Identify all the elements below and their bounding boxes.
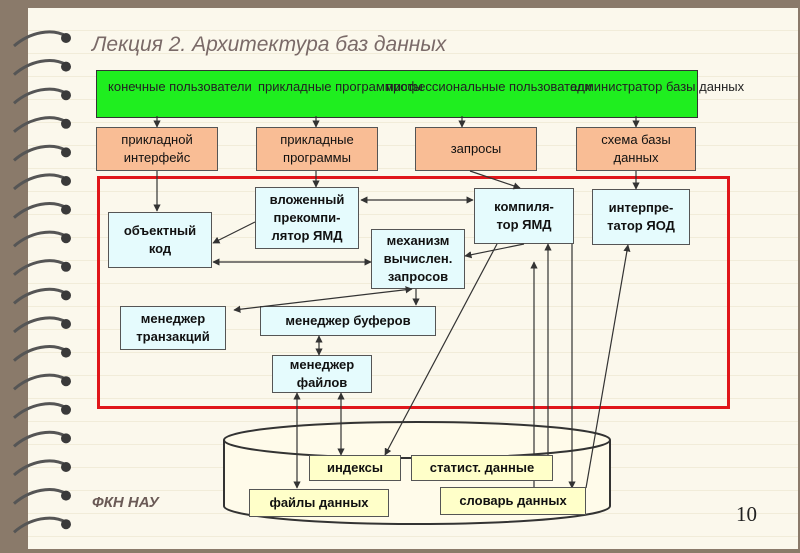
spiral-ring (13, 287, 71, 305)
app-programs-box: прикладные программы (256, 127, 378, 171)
user-group-end-users: конечные пользователи (108, 79, 252, 94)
spiral-ring (13, 59, 71, 76)
spiral-ring (13, 402, 71, 419)
dml-compiler-box: компиля- тор ЯМД (474, 188, 574, 244)
spiral-ring (13, 488, 71, 505)
data-files-box: файлы данных (249, 489, 389, 517)
spiral-ring (13, 87, 71, 105)
query-engine-box: механизм вычислен. запросов (371, 229, 465, 289)
spiral-ring (13, 316, 71, 334)
spiral-ring (13, 345, 71, 362)
spiral-ring (13, 202, 71, 219)
data-dictionary-box: словарь данных (440, 487, 586, 515)
spiral-ring (13, 459, 71, 477)
connector-arrow (212, 221, 256, 244)
object-code-box: объектный код (108, 212, 212, 268)
user-group-programmers: прикладные программисты (258, 79, 423, 94)
connector-arrow (585, 244, 631, 489)
dbms-frame (97, 176, 730, 409)
spiral-ring (13, 116, 71, 133)
file-manager-box: менеджер файлов (272, 355, 372, 393)
connector-arrow (464, 243, 525, 259)
spiral-ring (13, 373, 71, 391)
spiral-ring (13, 516, 71, 534)
ddl-interpreter-box: интерпре- татор ЯОД (592, 189, 690, 245)
footer-label: ФКН НАУ (92, 494, 159, 511)
connector-arrow (233, 286, 413, 313)
app-interface-box: прикладной интерфейс (96, 127, 218, 171)
spiral-ring (13, 30, 71, 48)
indexes-box: индексы (309, 455, 401, 481)
connector-arrow (469, 170, 521, 190)
spiral-ring (13, 144, 71, 162)
spiral-ring (13, 173, 71, 191)
spiral-ring (13, 230, 71, 248)
transaction-manager-box: менеджер транзакций (120, 306, 226, 350)
page-number: 10 (736, 502, 757, 526)
page-title: Лекция 2. Архитектура баз данных (92, 33, 447, 56)
statistics-box: статист. данные (411, 455, 553, 481)
spiral-ring (13, 259, 71, 276)
precompiler-box: вложенный прекомпи- лятор ЯМД (255, 187, 359, 249)
queries-box: запросы (415, 127, 537, 171)
users-bar (96, 70, 698, 118)
spiral-ring (13, 430, 71, 448)
user-group-professional-users: профессиональные пользователи (386, 79, 592, 94)
db-schema-box: схема базы данных (576, 127, 696, 171)
spiral-binding (13, 30, 71, 534)
connector-arrow (384, 243, 498, 456)
